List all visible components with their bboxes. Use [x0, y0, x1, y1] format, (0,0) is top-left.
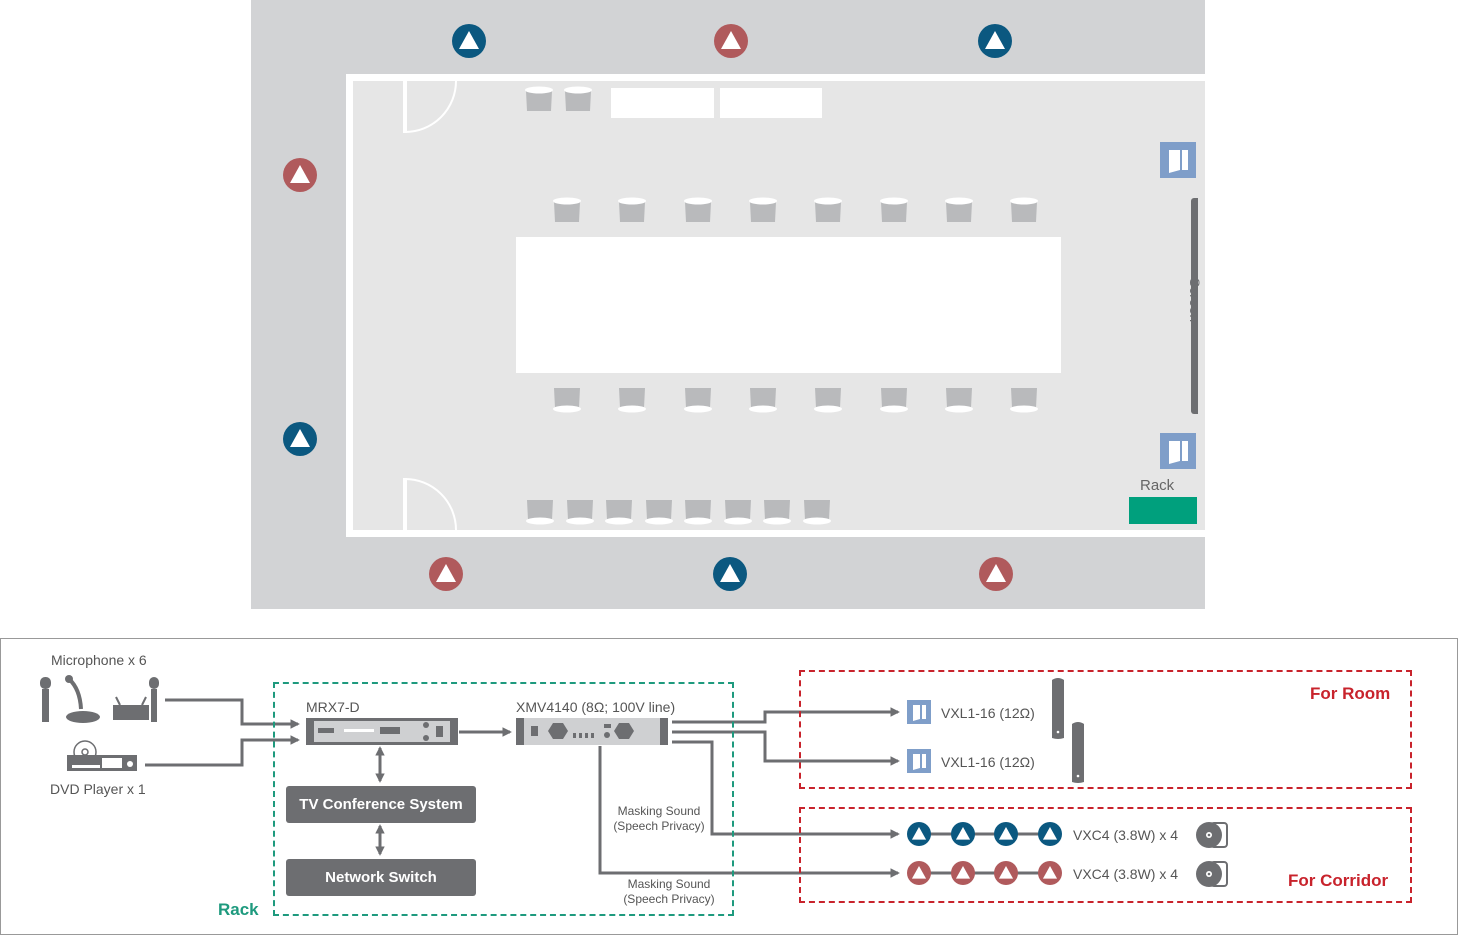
- dvd-player-label: DVD Player x 1: [50, 781, 146, 797]
- chair: [617, 197, 647, 223]
- masking-sound-subtitle: (Speech Privacy): [623, 892, 715, 906]
- mrx7-d-device: [306, 718, 458, 745]
- masking-sound-title: Masking Sound: [617, 804, 701, 818]
- vxc4-speaker-blue-icon: [1037, 822, 1062, 851]
- vxc4-ceiling-speaker-icon: [1196, 861, 1228, 887]
- masking-sound-label-2: Masking Sound (Speech Privacy): [616, 877, 722, 907]
- screen: [1191, 198, 1198, 414]
- corridor-zone: [799, 807, 1412, 903]
- chair: [748, 387, 778, 413]
- corridor-line-2: [598, 746, 900, 878]
- dvd-player-icon: [67, 740, 137, 771]
- chair: [525, 499, 555, 525]
- chair: [683, 387, 713, 413]
- corridor-speaker-red-icon: [283, 158, 317, 192]
- corridor-speaker-red-icon: [429, 557, 463, 591]
- mrx7-d-label: MRX7-D: [306, 699, 360, 715]
- chair: [552, 387, 582, 413]
- conference-table: [516, 237, 1061, 373]
- room-speaker-icon: [907, 700, 931, 724]
- corridor-speaker-red-icon: [979, 557, 1013, 591]
- microphone-icon: [40, 675, 159, 723]
- chair: [879, 197, 909, 223]
- vxc4-ceiling-speaker-icon: [1196, 822, 1228, 848]
- door-top: [403, 81, 461, 133]
- corridor-zone-label: For Corridor: [1288, 871, 1389, 890]
- door-bottom: [403, 478, 461, 530]
- corridor-speaker-blue-icon: [283, 422, 317, 456]
- chair: [1009, 387, 1039, 413]
- rack: [1129, 497, 1197, 524]
- chair: [802, 499, 832, 525]
- chair: [813, 387, 843, 413]
- room-speaker-icon: [1160, 142, 1196, 178]
- vxl1-16-label-2: VXL1-16 (12Ω): [941, 754, 1035, 770]
- chair: [879, 387, 909, 413]
- masking-sound-subtitle: (Speech Privacy): [613, 819, 705, 833]
- chair: [748, 197, 778, 223]
- vxc4-label-2: VXC4 (3.8W) x 4: [1073, 866, 1179, 882]
- vxc4-speaker-blue-icon: [907, 822, 931, 851]
- vxc4-speaker-red-icon: [994, 861, 1018, 890]
- vxl1-16-column-speaker-icon: [1052, 678, 1084, 783]
- corridor-speaker-red-icon: [714, 24, 748, 58]
- vxc4-speaker-red-icon: [907, 861, 931, 890]
- room-zone: [799, 670, 1412, 789]
- signal-flow-diagram: [0, 638, 1458, 935]
- masking-sound-label-1: Masking Sound (Speech Privacy): [606, 804, 712, 834]
- vxc4-speaker-red-icon: [1037, 861, 1062, 890]
- room-line-2: [672, 730, 900, 766]
- vxl1-16-label-1: VXL1-16 (12Ω): [941, 705, 1035, 721]
- vxc4-speaker-blue-icon: [994, 822, 1018, 851]
- tv-conference-system-box: TV Conference System: [286, 786, 476, 823]
- desk: [611, 88, 714, 118]
- chair: [944, 197, 974, 223]
- mic-line: [165, 698, 300, 729]
- chair: [644, 499, 674, 525]
- room-zone-label: For Room: [1310, 684, 1391, 703]
- chair: [683, 499, 713, 525]
- chair: [683, 197, 713, 223]
- xmv4140-label: XMV4140 (8Ω; 100V line): [516, 699, 676, 715]
- room-speaker-icon: [1160, 433, 1196, 469]
- vxc4-label-1: VXC4 (3.8W) x 4: [1073, 827, 1179, 843]
- room-speaker-icon: [907, 749, 931, 773]
- chair: [723, 499, 753, 525]
- network-switch-box: Network Switch: [286, 859, 476, 896]
- dvd-line: [145, 735, 300, 767]
- microphone-label: Microphone x 6: [51, 652, 147, 668]
- rack-label: Rack: [1140, 477, 1175, 494]
- chair: [552, 197, 582, 223]
- rack-zone-label: Rack: [218, 900, 259, 919]
- corridor-line-1: [672, 740, 900, 839]
- room-line-1: [672, 707, 900, 724]
- corridor-speaker-blue-icon: [978, 24, 1012, 58]
- desk: [720, 88, 822, 118]
- chair: [1009, 197, 1039, 223]
- chair: [813, 197, 843, 223]
- chair: [524, 86, 554, 112]
- vxc4-speaker-blue-icon: [950, 822, 975, 851]
- chair: [762, 499, 792, 525]
- chair: [604, 499, 634, 525]
- masking-sound-title: Masking Sound: [627, 877, 711, 891]
- vxc4-speaker-red-icon: [950, 861, 975, 890]
- corridor-speaker-blue-icon: [713, 557, 747, 591]
- chair: [944, 387, 974, 413]
- chair: [563, 86, 593, 112]
- rack-zone: [273, 682, 734, 916]
- chair: [565, 499, 595, 525]
- xmv4140-device: [516, 718, 668, 745]
- corridor-speaker-blue-icon: [452, 24, 486, 58]
- chair: [617, 387, 647, 413]
